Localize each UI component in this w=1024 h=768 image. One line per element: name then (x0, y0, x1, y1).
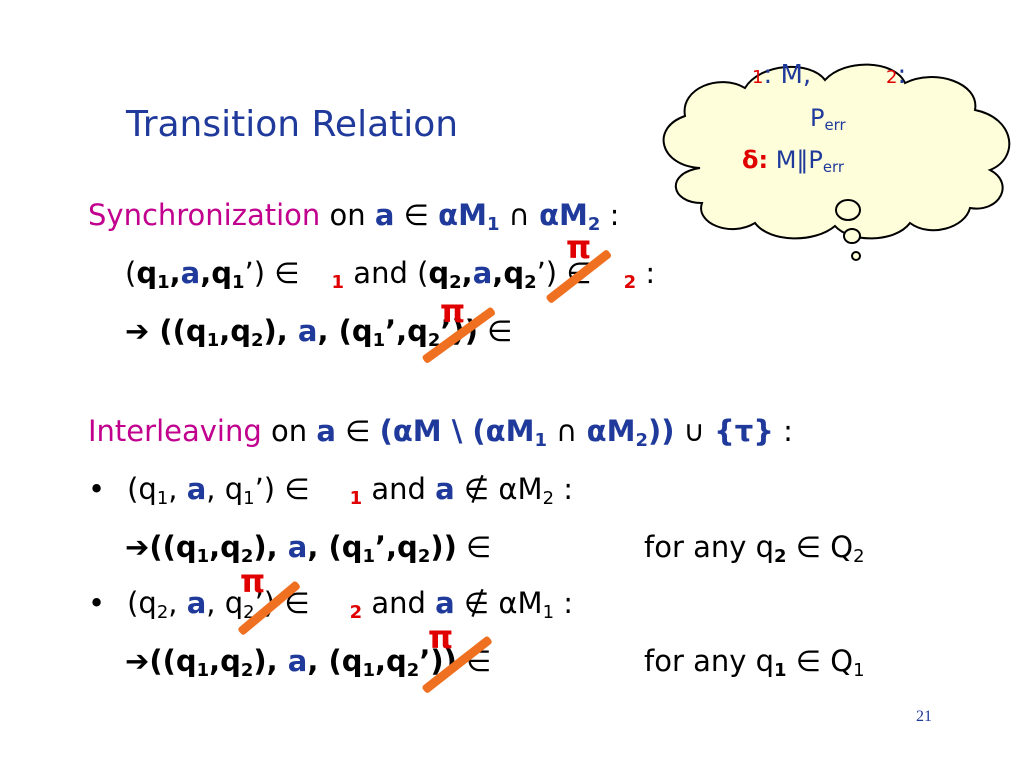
sync-cap: ∩ (499, 198, 540, 232)
inter-result-2: ➔((q1,q2), a, (q1,q2’)) ∈ (125, 644, 492, 682)
cloud-bubble-medium (843, 228, 861, 244)
page-number: 21 (916, 708, 932, 725)
cloud-delta: δ: (742, 146, 769, 174)
cloud-err: err (824, 116, 846, 135)
cloud-bubble-small (851, 251, 861, 261)
cloud-sub-2: 2 (886, 67, 898, 88)
cloud-err-2: err (822, 158, 845, 177)
inter-result-1: ➔((q1,q2), a, (q1’,q2)) ∈ (125, 530, 492, 568)
inter-for-any-1: for any q2 ∈ Q2 (644, 530, 865, 568)
implies-arrow-icon: ➔ (125, 314, 150, 348)
sync-colon: : (600, 198, 620, 232)
implies-arrow-icon: ➔ (125, 644, 150, 678)
pi-symbol: π (240, 562, 266, 600)
bullet-icon: • (88, 472, 106, 506)
sync-line-1: Synchronization on a ∈ αM1 ∩ αM2 : (88, 198, 619, 242)
sync-two: 2 (587, 214, 601, 236)
cloud-line-1: 1: M, (752, 60, 811, 90)
cloud-line-2: Perr (810, 104, 846, 134)
slide-title: Transition Relation (126, 104, 459, 145)
cloud-bubble-large (835, 199, 861, 221)
sync-sub-1: 1 (331, 272, 345, 294)
thought-cloud (662, 63, 1011, 261)
cloud-m-label: : M, (763, 60, 812, 90)
sync-sub-2: 2 (623, 272, 637, 294)
inter-for-any-2: for any q1 ∈ Q1 (644, 644, 865, 682)
cloud-colon-2: : (897, 60, 907, 90)
inter-keyword: Interleaving (88, 414, 262, 448)
cloud-p: P (810, 104, 825, 132)
sync-in: ∈ (394, 198, 439, 232)
sync-am1: αM (438, 198, 487, 232)
inter-bullet-2: •(q2, a, q2’) ∈2 and a ∉ αM1 : (88, 586, 573, 624)
implies-arrow-icon: ➔ (125, 530, 150, 564)
cloud-line-3: δ: M‖Perr (742, 146, 844, 176)
cloud-sub-1: 1 (752, 67, 764, 88)
sync-one: 1 (486, 214, 500, 236)
pi-symbol: π (428, 618, 454, 656)
inter-bullet-1: •(q1, a, q1’) ∈1 and a ∉ αM2 : (88, 472, 573, 510)
pi-symbol: π (440, 292, 466, 330)
inter-line-1: Interleaving on a ∈ (αM \ (αM1 ∩ αM2)) ∪… (88, 414, 793, 452)
cloud-body (662, 63, 1011, 240)
bullet-icon: • (88, 586, 106, 620)
sync-on: on (320, 198, 375, 232)
pi-symbol: π (566, 228, 592, 266)
sync-am2: αM (539, 198, 588, 232)
cloud-line-1b: 2: (886, 60, 906, 90)
sync-keyword: Synchronization (88, 198, 321, 232)
sync-line-2: (q1,a,q1’) ∈1 and (q2,a,q2’) ∈2 : (125, 256, 656, 294)
sync-a: a (374, 198, 395, 232)
cloud-composition: M‖P (768, 146, 823, 174)
